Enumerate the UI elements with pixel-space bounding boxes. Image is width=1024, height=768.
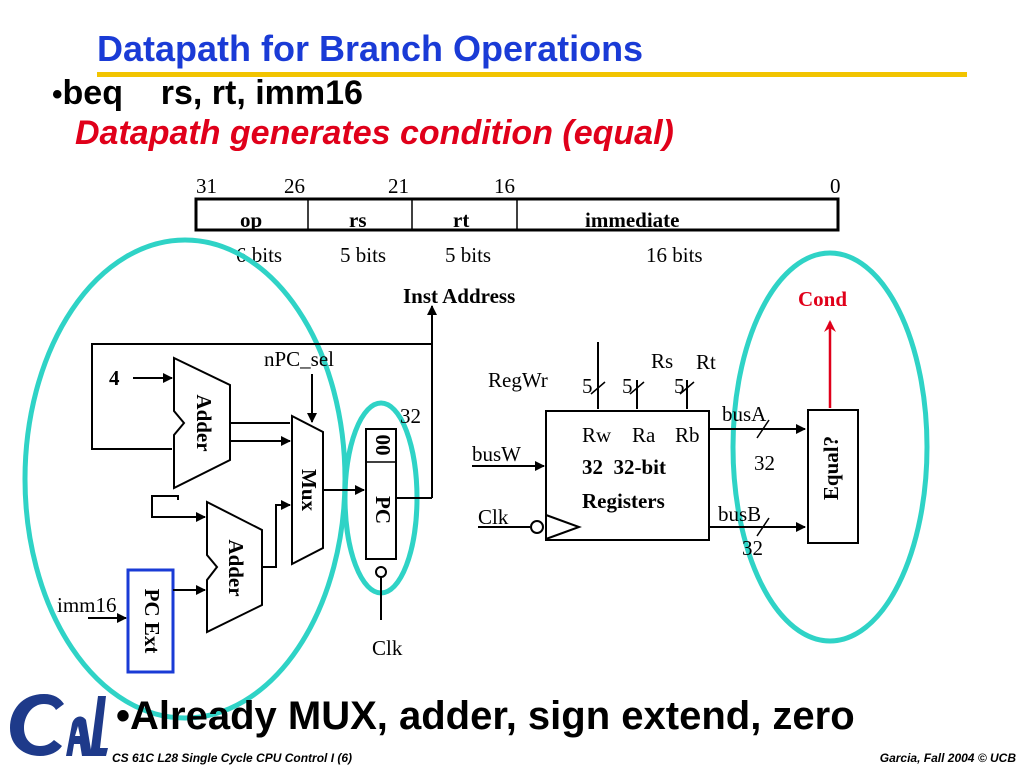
five-rw: 5: [582, 374, 593, 398]
rt-label: Rt: [696, 350, 716, 374]
bullet-beq-text: beq rs, rt, imm16: [62, 74, 363, 112]
adder-top-label: Adder: [192, 394, 216, 451]
bit-31: 31: [196, 174, 217, 198]
mux-label: Mux: [297, 469, 321, 512]
imm16-label: imm16: [57, 593, 117, 617]
five-rb: 5: [674, 374, 685, 398]
rs-label: Rs: [651, 349, 673, 373]
bit-21: 21: [388, 174, 409, 198]
rb-label: Rb: [675, 423, 700, 447]
pc-low-bits-label: 00: [371, 435, 395, 456]
inst-address-label: Inst Address: [403, 284, 515, 308]
bit-16: 16: [494, 174, 515, 198]
bit-0: 0: [830, 174, 841, 198]
pc-clk-label: Clk: [372, 636, 403, 660]
equal-label: Equal?: [819, 436, 843, 500]
pc-width-32: 32: [400, 404, 421, 428]
bullet-already-text: Already MUX, adder, sign extend, zero: [130, 694, 855, 738]
busa-label: busA: [722, 402, 767, 426]
adder-top: [173, 356, 231, 490]
regfile-line1: 32 32-bit: [582, 455, 666, 479]
adder-bottom-label: Adder: [224, 539, 248, 596]
footer-course: CS 61C L28 Single Cycle CPU Control I (6…: [112, 751, 353, 765]
npc-sel-label: nPC_sel: [264, 347, 334, 371]
cond-label: Cond: [798, 287, 847, 311]
field-immediate: immediate: [585, 208, 679, 232]
pc-label: PC: [371, 496, 395, 524]
bit-26: 26: [284, 174, 305, 198]
regfile-clk-label: Clk: [478, 505, 509, 529]
field-rs: rs: [349, 208, 367, 232]
constant-four: 4: [109, 366, 120, 390]
bullet-condition-subtext: Datapath generates condition (equal): [75, 114, 674, 152]
busw-label: busW: [472, 442, 521, 466]
regfile-clock-bubble: [530, 520, 544, 534]
busa-width-32: 32: [754, 451, 775, 475]
width-rs: 5 bits: [340, 243, 386, 267]
busb-width-32: 32: [742, 536, 763, 560]
field-op: op: [240, 208, 262, 232]
mux: [291, 414, 324, 566]
cal-logo-icon: [10, 694, 108, 756]
footer-credit: Garcia, Fall 2004 © UCB: [879, 751, 1016, 765]
register-file: [545, 410, 710, 541]
regwr-label: RegWr: [488, 368, 548, 392]
page-title: Datapath for Branch Operations: [97, 28, 644, 69]
rw-label: Rw: [582, 423, 612, 447]
pc-ext-label: PC Ext: [140, 589, 164, 654]
instruction-format: 31 26 21 16 0 op rs rt immediate 6 bits …: [194, 174, 841, 267]
pc-ext-box: [126, 568, 175, 674]
equal-comparator: [807, 409, 859, 544]
pc-register: [365, 428, 397, 560]
width-rt: 5 bits: [445, 243, 491, 267]
adder-bottom: [206, 500, 263, 634]
bullet-beq: •beq rs, rt, imm16: [52, 74, 363, 113]
equal-highlight: [730, 250, 930, 644]
bullet-dot-icon: •: [116, 694, 131, 738]
title-underline: [97, 72, 967, 77]
regfile-line2: Registers: [582, 489, 665, 513]
five-ra: 5: [622, 374, 633, 398]
bullet-dot-icon: •: [52, 78, 63, 111]
ra-label: Ra: [632, 423, 656, 447]
busb-label: busB: [718, 502, 761, 526]
bullet-already: •Already MUX, adder, sign extend, zero: [116, 694, 855, 739]
width-immediate: 16 bits: [646, 243, 703, 267]
pc-clock-bubble: [375, 566, 387, 578]
field-rt: rt: [453, 208, 469, 232]
